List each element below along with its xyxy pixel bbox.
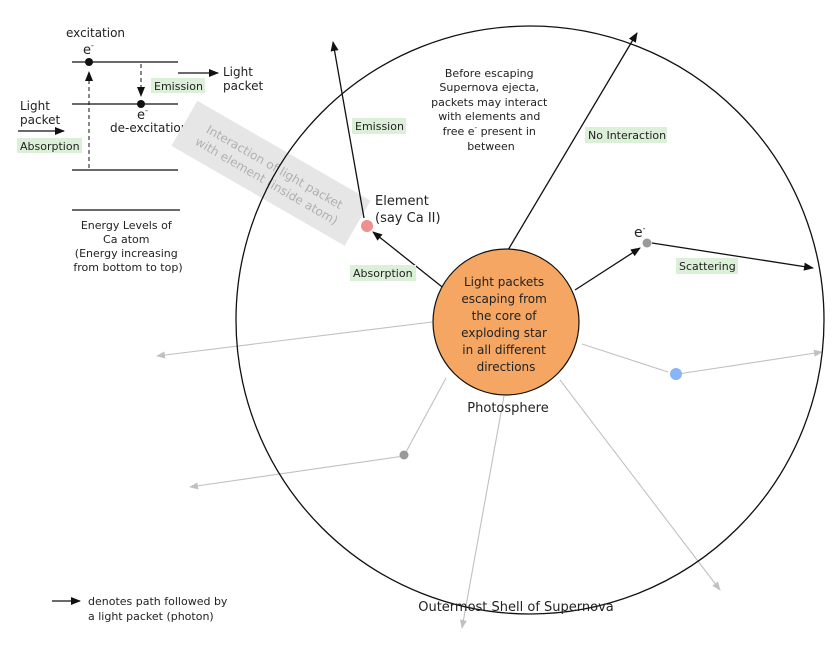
electron-dot-upper — [85, 58, 93, 66]
outer-shell-label: Outermost Shell of Supernova — [418, 600, 614, 615]
excitation-label: excitation — [66, 26, 125, 40]
core-text-line-3: the core of — [472, 309, 538, 323]
faint-ray-right-to-blue — [581, 343, 669, 373]
electron-dot-scatter — [642, 238, 652, 248]
core-text-line-1: Light packets — [464, 275, 544, 289]
blue-dot — [670, 368, 682, 380]
legend-line-1: denotes path followed by — [88, 595, 228, 608]
energy-level-diagram: excitation e- e- de-excitation Emission … — [17, 26, 263, 274]
faint-ray-blue-out — [677, 349, 823, 375]
faint-ray-down — [459, 395, 505, 629]
faint-ray-left — [156, 321, 433, 359]
electron-label-upper: e- — [83, 41, 94, 58]
element-dot — [361, 220, 373, 232]
legend: denotes path followed by a light packet … — [52, 595, 228, 623]
light-packet-out-label-2: packet — [223, 79, 263, 93]
scattering-out-arrow — [651, 242, 814, 271]
shell-note-line-4: with elements and — [438, 110, 540, 123]
outer-shell — [235, 25, 825, 615]
emission-badge-small: Emission — [154, 80, 203, 93]
light-packet-paths — [330, 32, 814, 291]
core-text-line-2: escaping from — [461, 292, 547, 306]
absorption-label: Absorption — [353, 267, 413, 280]
emission-arrow — [330, 41, 365, 219]
core-text-line-4: exploding star — [461, 326, 547, 340]
no-interaction-label: No Interaction — [588, 129, 666, 142]
absorption-badge-small-bg — [17, 138, 82, 153]
absorption-arrow — [372, 231, 447, 291]
shell-note: Before escaping Supernova ejecta, packet… — [431, 67, 551, 153]
light-packet-in-label-2: packet — [20, 113, 60, 127]
green-labels: Emission No Interaction Absorption Scatt… — [350, 118, 738, 281]
interaction-banner: Interaction of light packet with element… — [171, 100, 371, 246]
absorption-badge-small: Absorption — [20, 140, 80, 153]
shell-note-line-3: packets may interact — [431, 96, 548, 109]
electron-label-scatter: e- — [634, 224, 646, 241]
shell-note-line-1: Before escaping — [445, 67, 534, 80]
energy-caption-line-4: from bottom to top) — [73, 261, 182, 274]
core-photosphere — [432, 248, 580, 396]
energy-caption-line-1: Energy Levels of — [81, 219, 173, 232]
element-label-2: (say Ca II) — [375, 211, 441, 226]
energy-caption-line-3: (Energy increasing — [75, 247, 178, 260]
shell-note-line-6: between — [467, 140, 515, 153]
light-packet-in-label-1: Light — [20, 99, 50, 113]
core-text-line-5: in all different — [462, 343, 546, 357]
light-packet-out-label-1: Light — [223, 65, 253, 79]
legend-line-2: a light packet (photon) — [88, 610, 214, 623]
photosphere-label: Photosphere — [467, 401, 548, 416]
electron-dot-lower — [137, 100, 145, 108]
deexcitation-label: de-excitation — [110, 121, 188, 135]
shell-note-line-2: Supernova ejecta, — [439, 81, 539, 94]
gray-dot-lower — [399, 450, 409, 460]
faint-ray-dot-out — [189, 455, 405, 490]
core-text: Light packets escaping from the core of … — [461, 275, 551, 374]
no-interaction-arrow — [507, 32, 638, 251]
electron-label-lower: e- — [137, 106, 148, 123]
faint-rays — [156, 321, 823, 629]
element-label-1: Element — [375, 194, 429, 209]
scattering-in-arrow — [574, 247, 641, 291]
emission-label: Emission — [355, 120, 404, 133]
energy-caption-line-2: Ca atom — [103, 233, 149, 246]
scattering-label: Scattering — [679, 260, 736, 273]
shell-note-line-5: free e- present in — [443, 124, 536, 138]
emission-badge-bg — [151, 78, 205, 93]
faint-ray-lowerleft-to-dot — [405, 377, 447, 453]
faint-ray-lowerright — [559, 379, 721, 591]
energy-caption: Energy Levels of Ca atom (Energy increas… — [73, 219, 182, 274]
core-text-line-6: directions — [477, 360, 536, 374]
